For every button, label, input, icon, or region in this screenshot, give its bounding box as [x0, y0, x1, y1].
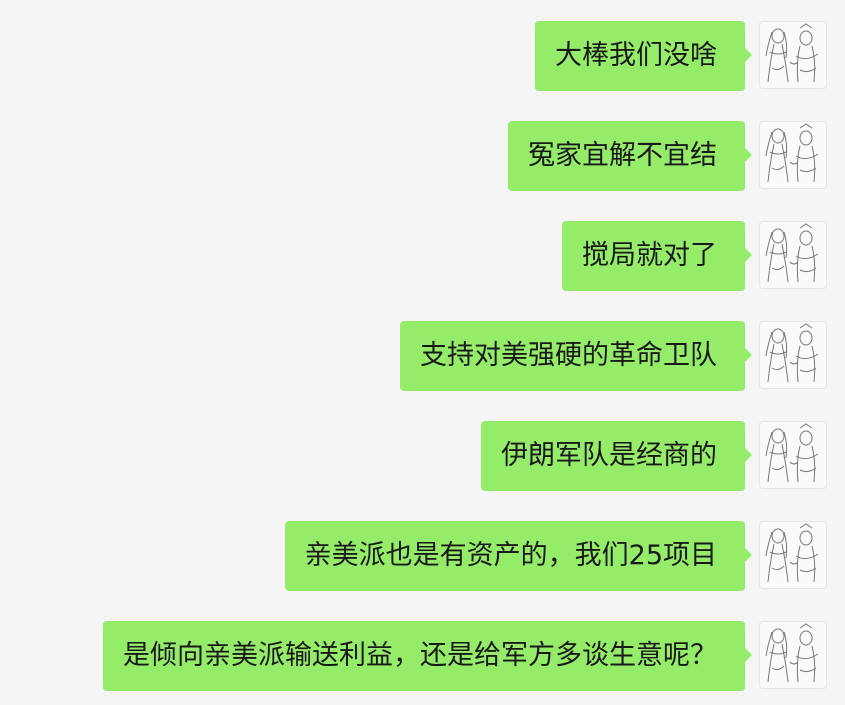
- sketch-figures-avatar-icon[interactable]: [759, 621, 827, 689]
- message-bubble[interactable]: 伊朗军队是经商的: [481, 421, 752, 491]
- message-row: 搅局就对了: [562, 221, 827, 291]
- message-bubble[interactable]: 搅局就对了: [562, 221, 752, 291]
- sketch-figures-avatar-icon[interactable]: [759, 221, 827, 289]
- sketch-figures-avatar-icon[interactable]: [759, 121, 827, 189]
- message-bubble[interactable]: 冤家宜解不宜结: [508, 121, 752, 191]
- sketch-figures-avatar-icon[interactable]: [759, 321, 827, 389]
- sketch-figures-avatar-icon[interactable]: [759, 521, 827, 589]
- message-bubble[interactable]: 是倾向亲美派输送利益，还是给军方多谈生意呢？: [103, 621, 752, 691]
- message-bubble[interactable]: 支持对美强硬的革命卫队: [400, 321, 752, 391]
- message-bubble[interactable]: 大棒我们没啥: [535, 21, 752, 91]
- sketch-figures-avatar-icon[interactable]: [759, 421, 827, 489]
- message-row: 支持对美强硬的革命卫队: [400, 321, 827, 391]
- message-row: 亲美派也是有资产的，我们25项目: [284, 521, 827, 591]
- message-row: 大棒我们没啥: [535, 21, 827, 91]
- message-row: 伊朗军队是经商的: [481, 421, 827, 491]
- message-row: 是倾向亲美派输送利益，还是给军方多谈生意呢？: [103, 621, 827, 691]
- message-bubble[interactable]: 亲美派也是有资产的，我们25项目: [284, 521, 753, 591]
- message-row: 冤家宜解不宜结: [508, 121, 827, 191]
- sketch-figures-avatar-icon[interactable]: [759, 21, 827, 89]
